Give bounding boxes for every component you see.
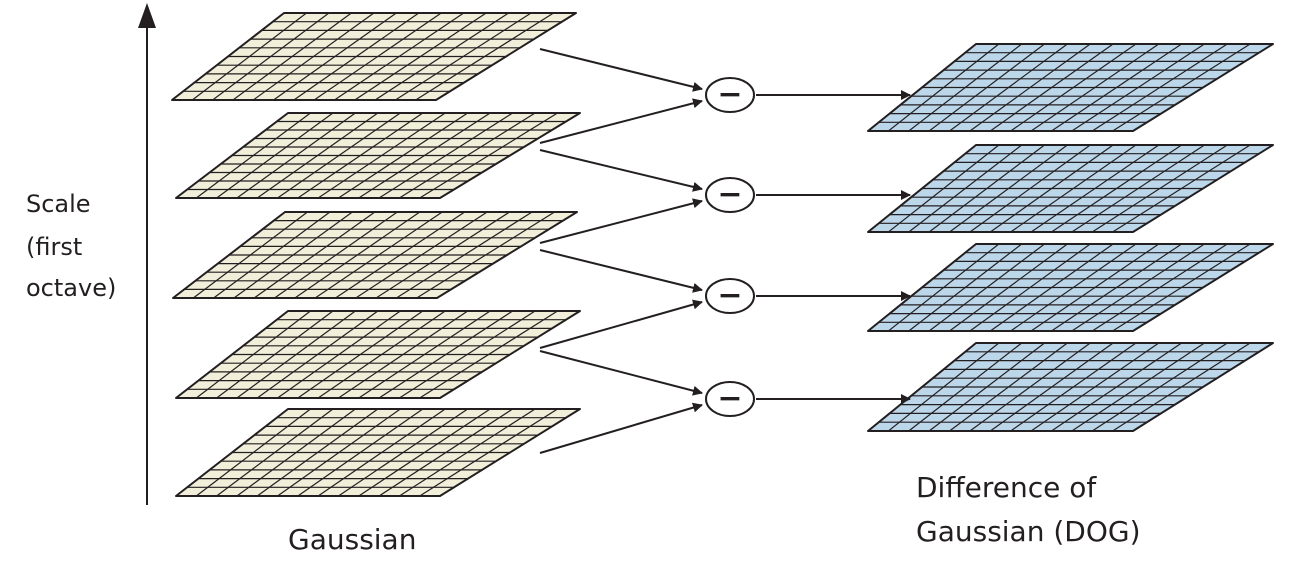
arrow-upper-to-op-1 xyxy=(539,48,703,92)
scale-axis-label-line-1: Scale xyxy=(26,190,91,218)
scale-axis-label-line-2: (first xyxy=(26,233,83,261)
dog-layers xyxy=(867,43,1274,432)
arrow-upper-to-op-3 xyxy=(539,249,703,293)
dog-layer-3 xyxy=(867,243,1274,332)
gaussian-layer-5 xyxy=(175,408,581,497)
minus-symbol-2: − xyxy=(717,177,742,212)
gaussian-layer-1 xyxy=(171,12,577,101)
arrow-lower-to-op-3 xyxy=(539,299,703,349)
arrow-lower-to-op-4 xyxy=(539,402,703,454)
scale-axis-label-line-3: octave) xyxy=(26,274,117,302)
minus-symbol-1: − xyxy=(717,77,742,112)
arrow-lower-to-op-1 xyxy=(539,98,703,144)
dog-label-line-1: Difference of xyxy=(916,471,1097,504)
minus-operator-4: − xyxy=(705,381,755,417)
dog-layer-4 xyxy=(867,342,1274,432)
minus-symbol-3: − xyxy=(717,278,742,313)
gaussian-label: Gaussian xyxy=(288,523,417,556)
connectors: − − − − xyxy=(539,48,911,454)
dog-label-line-2: Gaussian (DOG) xyxy=(916,515,1141,548)
dog-layer-2 xyxy=(867,144,1274,233)
gaussian-layer-4 xyxy=(175,310,581,399)
minus-operator-3: − xyxy=(705,278,755,314)
scale-axis-arrowhead xyxy=(138,3,156,28)
gaussian-layer-3 xyxy=(172,211,578,299)
minus-symbol-4: − xyxy=(717,381,742,416)
gaussian-layer-2 xyxy=(175,112,581,199)
arrow-upper-to-op-4 xyxy=(539,350,703,396)
arrow-lower-to-op-2 xyxy=(539,198,703,244)
arrow-upper-to-op-2 xyxy=(539,149,703,192)
minus-operator-1: − xyxy=(705,77,755,113)
gaussian-layers xyxy=(171,12,581,497)
dog-layer-1 xyxy=(867,43,1274,132)
minus-operator-2: − xyxy=(705,177,755,213)
